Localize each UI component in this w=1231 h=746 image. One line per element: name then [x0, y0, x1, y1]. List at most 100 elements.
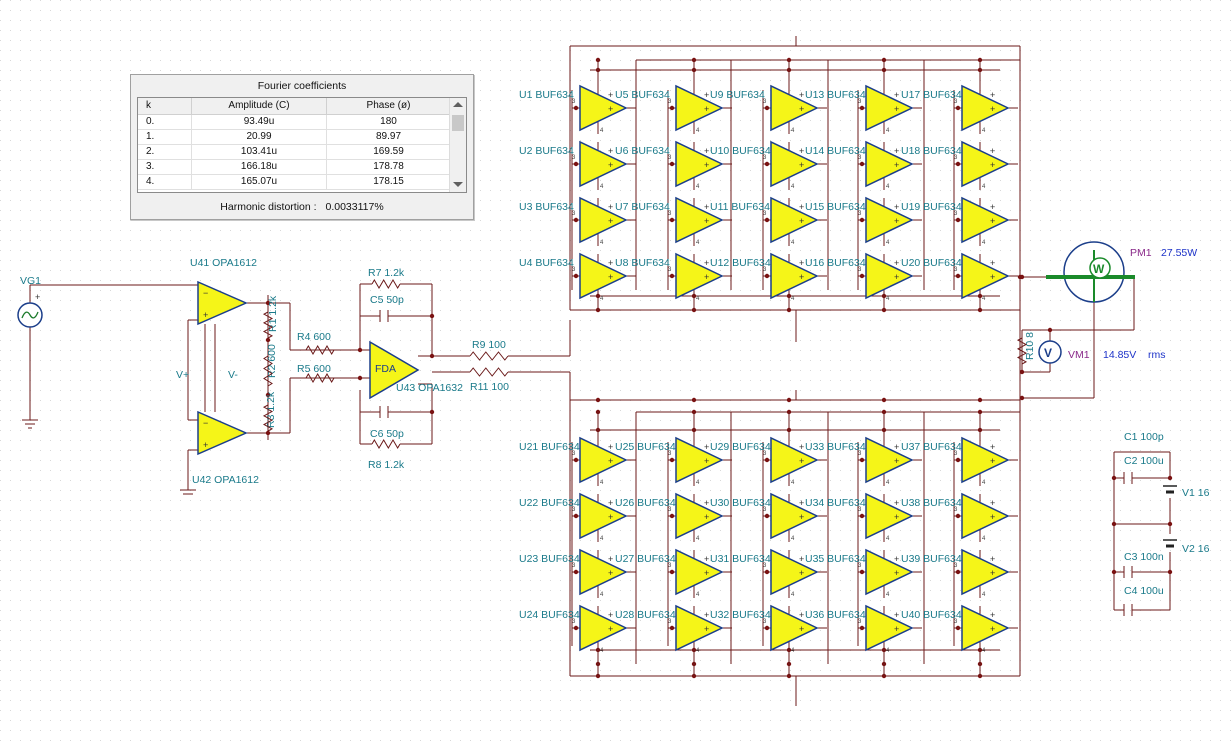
- col-header-k[interactable]: k: [138, 98, 192, 115]
- resistor-zigzag[interactable]: [469, 367, 509, 377]
- junction-dot: [669, 273, 675, 279]
- buffer-label: U28 BUF634: [615, 609, 676, 621]
- opamp-u41[interactable]: − + U41 OPA1612: [190, 257, 257, 326]
- buffer-label: U3 BUF634: [519, 201, 574, 213]
- resistor-zigzag[interactable]: [262, 311, 274, 339]
- svg-text:4: 4: [982, 648, 986, 654]
- junction-dot: [669, 457, 675, 463]
- svg-text:4: 4: [791, 184, 795, 190]
- scroll-thumb[interactable]: [452, 115, 464, 131]
- voltmeter-vm1[interactable]: V VM1 14.85V rms: [1038, 340, 1166, 364]
- junction-dot: [977, 397, 983, 403]
- svg-text:+: +: [704, 498, 709, 508]
- resistor-zigzag[interactable]: [262, 404, 274, 432]
- junction-dot: [265, 337, 271, 343]
- resistor-zigzag[interactable]: [1016, 337, 1028, 365]
- svg-text:4: 4: [791, 240, 795, 246]
- buffer-label: U35 BUF634: [805, 553, 866, 565]
- opamp-u43[interactable]: FDA U43 OPA1632: [369, 340, 463, 400]
- fourier-scrollbar[interactable]: [449, 98, 466, 192]
- col-header-amplitude[interactable]: Amplitude (C): [191, 98, 327, 115]
- svg-text:+: +: [704, 202, 709, 212]
- col-header-phase[interactable]: Phase (ø): [326, 98, 450, 115]
- resistor-zigzag[interactable]: [371, 279, 401, 289]
- resistor-zigzag[interactable]: [371, 439, 401, 449]
- svg-text:+: +: [799, 624, 804, 634]
- svg-text:4: 4: [791, 480, 795, 486]
- buffer-label: U21 BUF634: [519, 441, 580, 453]
- svg-text:+: +: [990, 160, 995, 170]
- scroll-down-arrow-icon[interactable]: [453, 182, 463, 187]
- signal-source-vg1[interactable]: VG1 +: [17, 275, 43, 328]
- opamp-u42[interactable]: − + U42 OPA1612: [192, 410, 259, 486]
- amplitude-cell: 20.99: [191, 129, 327, 145]
- resistor-zigzag[interactable]: [263, 355, 273, 387]
- scroll-up-arrow-icon[interactable]: [453, 102, 463, 107]
- svg-text:+: +: [799, 512, 804, 522]
- resistor-zigzag[interactable]: [469, 351, 509, 361]
- pm1-name: PM1: [1130, 247, 1152, 259]
- junction-dot: [429, 313, 435, 319]
- supply-vplus-label: V+: [176, 369, 189, 381]
- svg-text:3: 3: [572, 211, 576, 217]
- supply-vminus-label: V-: [228, 369, 238, 381]
- resistor-zigzag[interactable]: [305, 345, 335, 355]
- svg-text:+: +: [704, 568, 709, 578]
- svg-text:+: +: [990, 202, 995, 212]
- svg-text:−: −: [203, 418, 208, 428]
- power-meter-pm1[interactable]: W PM1 27.55W: [1046, 241, 1197, 303]
- svg-text:3: 3: [954, 619, 958, 625]
- svg-text:+: +: [608, 512, 613, 522]
- resistor-zigzag[interactable]: [305, 373, 335, 383]
- capacitor-c3-label: C3 100n: [1124, 551, 1164, 563]
- svg-text:4: 4: [886, 480, 890, 486]
- svg-text:+: +: [990, 146, 995, 156]
- amplitude-cell: 165.07u: [191, 174, 327, 190]
